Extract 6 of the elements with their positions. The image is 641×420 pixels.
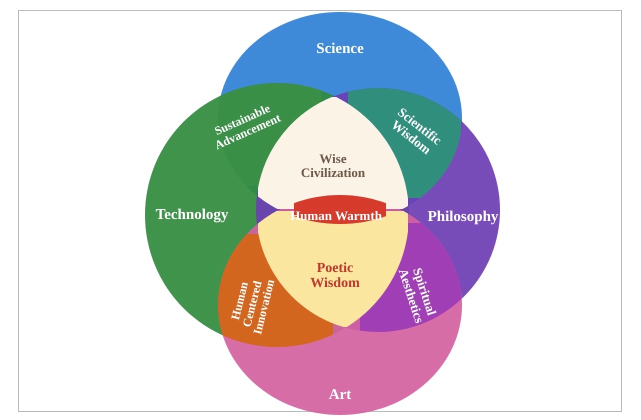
region-label: Wise Civilization (300, 152, 366, 180)
circle-label: Science (315, 42, 365, 58)
circle-label: Technology (154, 208, 230, 224)
circle-label: Art (328, 388, 352, 404)
circle-label: Philosophy (426, 210, 500, 226)
region-label: Poetic Wisdom (309, 262, 361, 292)
